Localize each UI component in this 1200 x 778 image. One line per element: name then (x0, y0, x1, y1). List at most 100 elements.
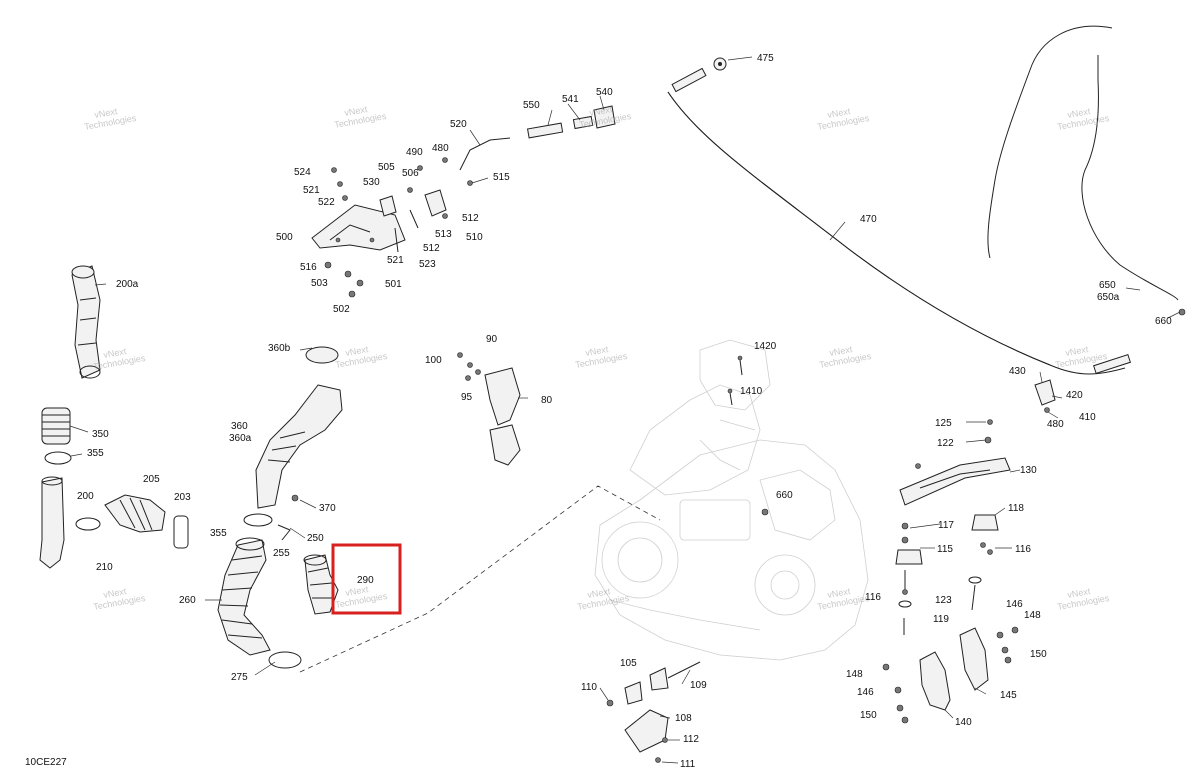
part-label-275[interactable]: 275 (231, 672, 248, 683)
part-label-255[interactable]: 255 (273, 548, 290, 559)
svg-text:vNext: vNext (344, 104, 369, 118)
part-label-515[interactable]: 515 (493, 172, 510, 183)
part-label-110[interactable]: 110 (581, 682, 597, 693)
part-label-480[interactable]: 480 (1047, 419, 1064, 430)
part-label-116[interactable]: 116 (1015, 544, 1031, 555)
part-label-522[interactable]: 522 (318, 197, 335, 208)
leader-lines (69, 56, 1181, 764)
cable-650 (987, 25, 1186, 316)
part-label-118[interactable]: 118 (1008, 503, 1024, 514)
part-label-210[interactable]: 210 (96, 562, 113, 573)
part-label-250[interactable]: 250 (307, 533, 324, 544)
part-label-122[interactable]: 122 (937, 438, 954, 449)
part-label-420[interactable]: 420 (1066, 390, 1083, 401)
part-label-123[interactable]: 123 (935, 595, 952, 606)
part-label-119[interactable]: 119 (933, 614, 949, 625)
part-label-1420[interactable]: 1420 (754, 341, 777, 352)
part-label-650[interactable]: 650 (1099, 280, 1116, 291)
part-label-510[interactable]: 510 (466, 232, 483, 243)
part-label-521[interactable]: 521 (303, 185, 320, 196)
part-label-150[interactable]: 150 (1030, 649, 1047, 660)
cable-bracket-410 (1034, 379, 1056, 413)
svg-text:vNext: vNext (1067, 586, 1092, 600)
part-label-146[interactable]: 146 (1006, 599, 1023, 610)
part-label-470[interactable]: 470 (860, 214, 877, 225)
part-label-145[interactable]: 145 (1000, 690, 1017, 701)
part-label-112[interactable]: 112 (683, 734, 699, 745)
part-label-360[interactable]: 360 (231, 421, 248, 432)
part-label-111[interactable]: 111 (680, 759, 696, 770)
drawing-code: 10CE227 (25, 757, 67, 768)
connection-dashed-line (299, 485, 661, 673)
part-label-503[interactable]: 503 (311, 278, 328, 289)
part-label-430[interactable]: 430 (1009, 366, 1026, 377)
highlight-box (331, 543, 402, 615)
part-label-140[interactable]: 140 (955, 717, 972, 728)
part-label-148[interactable]: 148 (846, 669, 863, 680)
part-label-355[interactable]: 355 (210, 528, 227, 539)
part-label-521[interactable]: 521 (387, 255, 404, 266)
part-label-108[interactable]: 108 (675, 713, 692, 724)
part-label-480[interactable]: 480 (432, 143, 449, 154)
intake-left-parts (39, 407, 189, 569)
part-label-115[interactable]: 115 (937, 544, 953, 555)
part-label-550[interactable]: 550 (523, 100, 540, 111)
part-label-95[interactable]: 95 (461, 392, 473, 403)
part-labels: 475 550 541 540 520 490 480 505 506 515 … (77, 53, 1172, 770)
part-label-109[interactable]: 109 (690, 680, 707, 691)
part-label-205[interactable]: 205 (143, 474, 160, 485)
part-label-130[interactable]: 130 (1020, 465, 1037, 476)
part-label-355[interactable]: 355 (87, 448, 104, 459)
part-label-505[interactable]: 505 (378, 162, 395, 173)
part-label-506[interactable]: 506 (402, 168, 419, 179)
part-label-146[interactable]: 146 (857, 687, 874, 698)
air-duct-360 (243, 346, 343, 541)
part-label-200a[interactable]: 200a (116, 279, 139, 290)
part-label-90[interactable]: 90 (486, 334, 498, 345)
svg-text:vNext: vNext (345, 584, 370, 598)
part-label-513[interactable]: 513 (435, 229, 452, 240)
part-label-100[interactable]: 100 (425, 355, 442, 366)
part-label-541[interactable]: 541 (562, 94, 579, 105)
part-label-410[interactable]: 410 (1079, 412, 1096, 423)
part-label-1410[interactable]: 1410 (740, 386, 763, 397)
part-label-203[interactable]: 203 (174, 492, 191, 503)
part-label-490[interactable]: 490 (406, 147, 423, 158)
part-label-523[interactable]: 523 (419, 259, 436, 270)
part-label-660[interactable]: 660 (1155, 316, 1172, 327)
part-label-512[interactable]: 512 (462, 213, 479, 224)
studs (727, 355, 769, 516)
part-label-105[interactable]: 105 (620, 658, 637, 669)
part-label-516[interactable]: 516 (300, 262, 317, 273)
svg-text:vNext: vNext (585, 344, 610, 358)
part-label-650a[interactable]: 650a (1097, 292, 1120, 303)
part-label-290[interactable]: 290 (357, 575, 374, 586)
part-label-360b[interactable]: 360b (268, 343, 291, 354)
part-label-125[interactable]: 125 (935, 418, 952, 429)
svg-text:vNext: vNext (103, 346, 128, 360)
part-label-260[interactable]: 260 (179, 595, 196, 606)
part-label-117[interactable]: 117 (938, 520, 954, 531)
throttle-cable (667, 57, 1131, 375)
svg-text:vNext: vNext (1067, 106, 1092, 120)
part-label-512[interactable]: 512 (423, 243, 440, 254)
part-label-80[interactable]: 80 (541, 395, 553, 406)
part-label-200[interactable]: 200 (77, 491, 94, 502)
part-label-370[interactable]: 370 (319, 503, 336, 514)
part-label-520[interactable]: 520 (450, 119, 467, 130)
part-label-360a[interactable]: 360a (229, 433, 252, 444)
part-label-475[interactable]: 475 (757, 53, 774, 64)
part-label-660[interactable]: 660 (776, 490, 793, 501)
part-label-524[interactable]: 524 (294, 167, 311, 178)
part-label-350[interactable]: 350 (92, 429, 109, 440)
corrugated-duct-260 (217, 537, 302, 669)
part-label-148[interactable]: 148 (1024, 610, 1041, 621)
engine-ghost (594, 339, 869, 661)
part-label-116[interactable]: 116 (865, 592, 881, 603)
part-label-540[interactable]: 540 (596, 87, 613, 98)
part-label-500[interactable]: 500 (276, 232, 293, 243)
part-label-502[interactable]: 502 (333, 304, 350, 315)
part-label-501[interactable]: 501 (385, 279, 402, 290)
part-label-150[interactable]: 150 (860, 710, 877, 721)
part-label-530[interactable]: 530 (363, 177, 380, 188)
